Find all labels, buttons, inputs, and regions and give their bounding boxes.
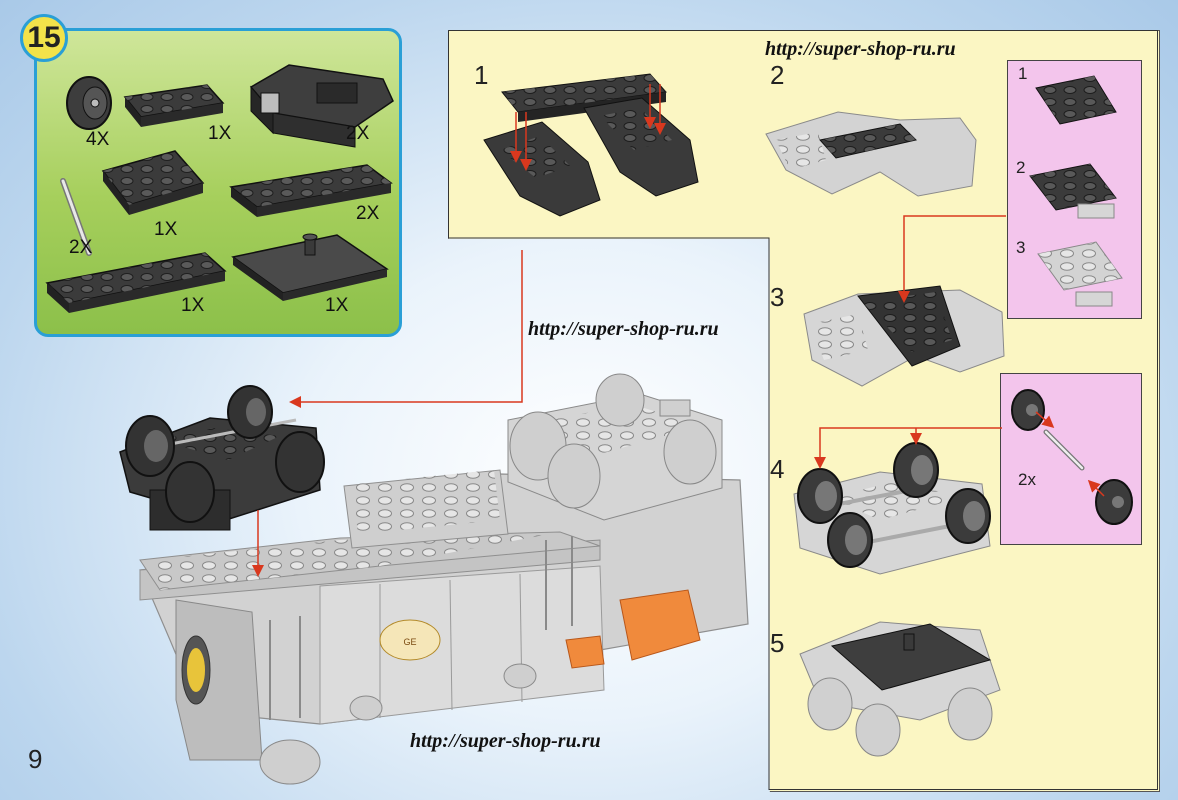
axle-icon	[60, 178, 92, 256]
part-qty: 2X	[356, 203, 380, 224]
step-3-number: 3	[770, 282, 785, 312]
wheel-icon	[797, 468, 843, 524]
step-4-illustration	[793, 442, 991, 575]
part-qty: 2X	[346, 123, 370, 144]
substep-1-number: 1	[1018, 64, 1028, 83]
part-qty: 1X	[181, 295, 205, 316]
svg-text:GE: GE	[403, 637, 416, 647]
step-3-illustration	[803, 285, 1005, 387]
step-5-number: 5	[770, 628, 785, 658]
tile-with-pin-icon	[231, 233, 389, 301]
plate-2x6-icon	[229, 164, 393, 217]
parts-illustrations	[45, 64, 394, 313]
plate-4x4-icon	[101, 150, 205, 215]
substep-3-number: 3	[1016, 238, 1026, 257]
wheel-icon	[66, 76, 112, 130]
bogie-frame-icon	[249, 64, 394, 148]
watermark-url-bottom: http://super-shop-ru.ru	[410, 730, 601, 752]
watermark-url-middle: http://super-shop-ru.ru	[528, 318, 719, 340]
watermark-url-top: http://super-shop-ru.ru	[765, 38, 956, 60]
step-1-illustration	[483, 73, 699, 217]
wheel-axle-illustration	[1011, 389, 1133, 525]
step-1-number: 1	[474, 60, 489, 90]
wheel-icon	[945, 488, 991, 544]
plate-2x4-icon	[123, 84, 225, 127]
wheel-qty-label: 2x	[1018, 470, 1036, 489]
part-qty: 4X	[86, 129, 110, 150]
wheel-icon	[827, 512, 873, 568]
page-number: 9	[28, 744, 43, 774]
step-4-number: 4	[770, 454, 785, 484]
locomotive-model: GE	[119, 373, 749, 785]
part-qty: 1X	[208, 123, 232, 144]
plate-substeps-illustration	[1029, 75, 1123, 307]
parts-list-panel: 4X 1X 2X 1X 2X 2X 1X 1X	[34, 28, 402, 337]
plate-2x8-icon	[45, 252, 227, 313]
wheel-icon	[893, 442, 939, 498]
part-qty: 1X	[154, 219, 178, 240]
substep-2-number: 2	[1016, 158, 1026, 177]
step-2-illustration	[765, 111, 977, 197]
part-qty: 2X	[69, 237, 93, 258]
step-5-illustration	[799, 621, 1001, 757]
step-number-badge: 15	[20, 14, 68, 62]
step-2-number: 2	[770, 60, 785, 90]
part-qty: 1X	[325, 295, 349, 316]
